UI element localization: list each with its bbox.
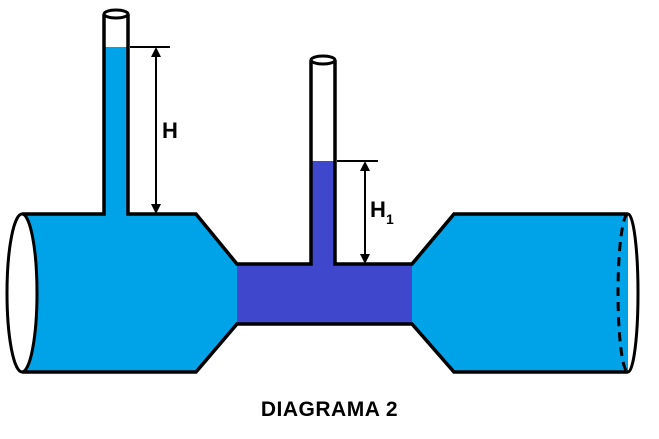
head-dimension-left <box>130 46 170 214</box>
pipe-top-outline <box>22 14 628 266</box>
right-tube-fluid <box>311 161 335 266</box>
left-opening <box>5 212 39 374</box>
diagram-caption: DIAGRAMA 2 <box>260 398 399 421</box>
head-dimension-right <box>337 160 378 264</box>
head-label-h1-subscript: 1 <box>386 211 394 227</box>
right-pipe-section <box>412 214 628 372</box>
left-tube-rim <box>102 8 130 20</box>
right-opening-back <box>616 212 629 374</box>
pipe-bottom-outline <box>22 322 628 374</box>
right-opening-front <box>627 212 640 374</box>
head-label-h1: H <box>370 197 386 222</box>
throat-section <box>237 264 412 324</box>
right-tube-rim <box>309 54 337 66</box>
head-label-h: H <box>162 118 178 143</box>
left-tube-fluid <box>104 47 128 216</box>
right-tube-empty <box>311 60 335 161</box>
left-pipe-section <box>22 214 237 372</box>
